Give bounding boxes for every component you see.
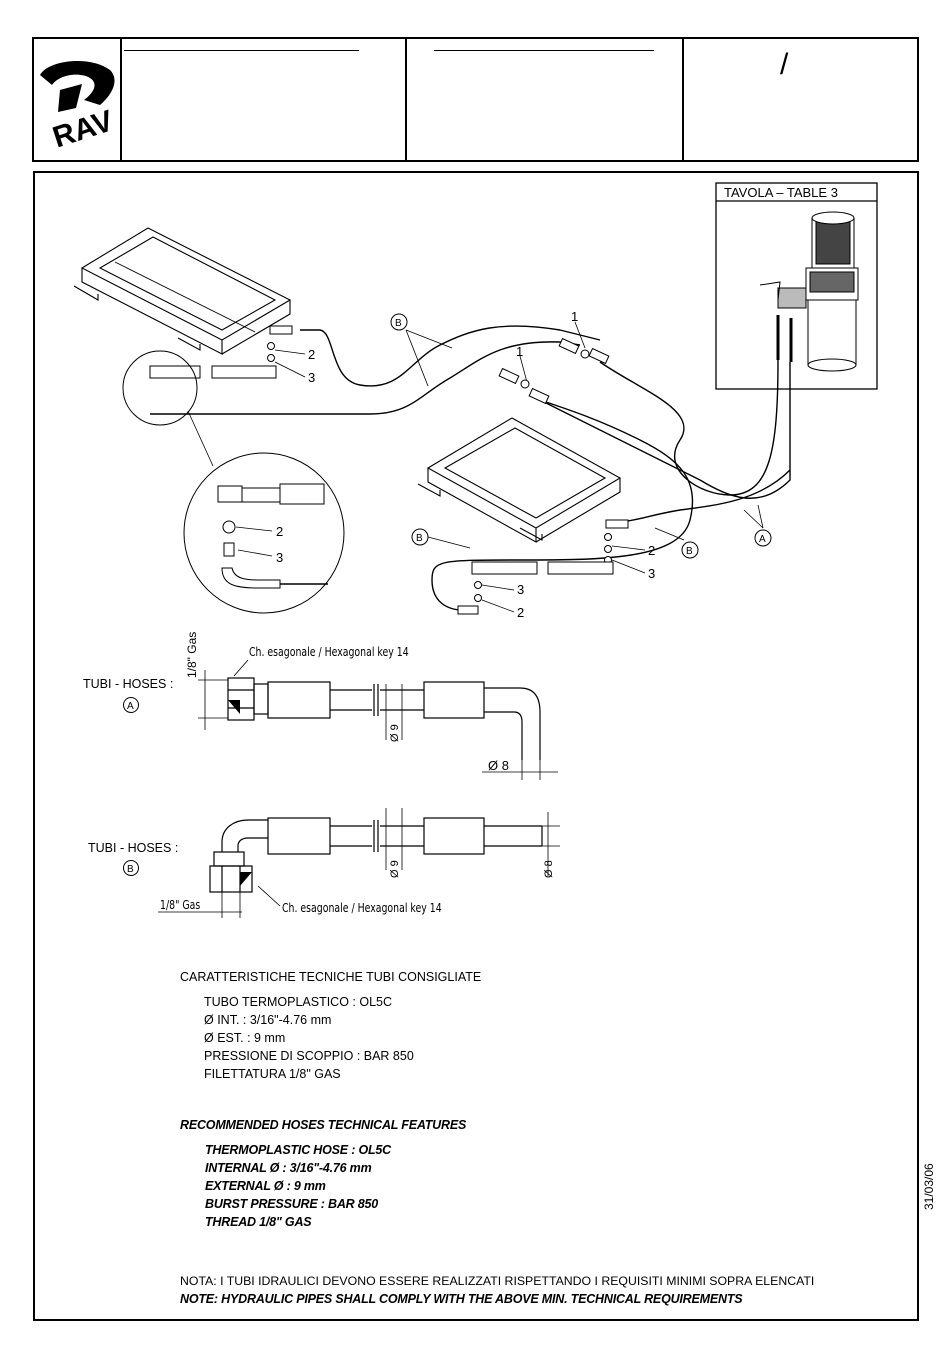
hose-a-gas: 1/8" Gas bbox=[185, 632, 199, 678]
item-3-detail: 3 bbox=[276, 550, 283, 565]
svg-text:B: B bbox=[416, 533, 423, 544]
hose-b-label: TUBI - HOSES : bbox=[88, 841, 178, 855]
hex-key-a: Ch. esagonale / Hexagonal key 14 bbox=[249, 645, 409, 659]
specs-it-line: Ø INT. : 3/16"-4.76 mm bbox=[204, 1013, 332, 1027]
table-3-inset: TAVOLA – TABLE 3 bbox=[715, 182, 878, 390]
hose-a-drawing bbox=[198, 659, 558, 780]
item-2-a: 2 bbox=[308, 347, 315, 362]
specs-it-line: Ø EST. : 9 mm bbox=[204, 1031, 286, 1045]
specs-en-line: BURST PRESSURE : BAR 850 bbox=[205, 1197, 379, 1211]
title-cell-3 bbox=[682, 39, 684, 160]
hex-key-b: Ch. esagonale / Hexagonal key 14 bbox=[282, 901, 442, 915]
balloon-b-2: B bbox=[411, 528, 429, 546]
title-line-2 bbox=[434, 50, 654, 51]
specs-en-line: INTERNAL Ø : 3/16"-4.76 mm bbox=[205, 1161, 372, 1175]
title-line-1 bbox=[124, 50, 359, 51]
detail-view bbox=[122, 350, 345, 614]
logo-text: RAV bbox=[49, 104, 117, 154]
note-it: NOTA: I TUBI IDRAULICI DEVONO ESSERE REA… bbox=[180, 1274, 815, 1288]
main-frame bbox=[33, 171, 919, 1321]
svg-text:A: A bbox=[759, 534, 766, 545]
hose-a-label: TUBI - HOSES : bbox=[83, 677, 173, 691]
platform-lower bbox=[417, 417, 622, 543]
item-2-detail: 2 bbox=[276, 524, 283, 539]
note-en: NOTE: HYDRAULIC PIPES SHALL COMPLY WITH … bbox=[180, 1292, 743, 1306]
platform-upper bbox=[73, 227, 292, 355]
svg-text:A: A bbox=[127, 701, 134, 712]
specs-en-line: THERMOPLASTIC HOSE : OL5C bbox=[205, 1143, 391, 1157]
svg-text:B: B bbox=[127, 864, 134, 875]
item-1-b: 1 bbox=[516, 344, 523, 359]
item-1-a: 1 bbox=[571, 309, 578, 324]
svg-text:B: B bbox=[395, 318, 402, 329]
specs-it-line: PRESSIONE DI SCOPPIO : BAR 850 bbox=[204, 1049, 414, 1063]
revision-mark: / bbox=[780, 48, 789, 81]
hose-b-dia9: Ø 9 bbox=[389, 860, 401, 878]
item-leaders bbox=[274, 349, 646, 613]
svg-text:B: B bbox=[686, 546, 693, 557]
hose-b-gas: 1/8" Gas bbox=[160, 898, 201, 912]
hose-a-dia9: Ø 9 bbox=[389, 724, 401, 742]
specs-en-line: EXTERNAL Ø : 9 mm bbox=[205, 1179, 326, 1193]
hose-b-hatch bbox=[240, 872, 252, 886]
specs-en-line: THREAD 1/8" GAS bbox=[205, 1215, 312, 1229]
item-3-b: 3 bbox=[648, 566, 655, 581]
specs-it-title: CARATTERISTICHE TECNICHE TUBI CONSIGLIAT… bbox=[180, 970, 482, 984]
item-3-c: 3 bbox=[517, 582, 524, 597]
hose-b-drawing bbox=[158, 808, 560, 918]
hose-a-dia8: Ø 8 bbox=[488, 758, 509, 773]
fittings-cluster bbox=[149, 325, 629, 615]
specs-en-title: RECOMMENDED HOSES TECHNICAL FEATURES bbox=[180, 1118, 467, 1132]
title-cell-1 bbox=[120, 39, 122, 160]
item-2-b: 2 bbox=[648, 543, 655, 558]
balloon-b-hose: B bbox=[123, 860, 139, 876]
hose-routing bbox=[150, 325, 791, 611]
title-cell-2 bbox=[405, 39, 407, 160]
title-block bbox=[32, 37, 919, 162]
specs-it-line: FILETTATURA 1/8" GAS bbox=[204, 1067, 341, 1081]
hose-b-dia8: Ø 8 bbox=[543, 860, 555, 878]
hose-a-hatch bbox=[228, 700, 240, 714]
table-title: TAVOLA – TABLE 3 bbox=[724, 185, 838, 200]
power-unit-drawing bbox=[759, 211, 859, 372]
balloon-b-1: B bbox=[390, 313, 408, 331]
balloon-a-hose: A bbox=[123, 697, 139, 713]
balloon-a-1: A bbox=[754, 529, 772, 547]
item-3-a: 3 bbox=[308, 370, 315, 385]
specs-it-line: TUBO TERMOPLASTICO : OL5C bbox=[204, 995, 393, 1009]
balloon-b-3: B bbox=[681, 541, 699, 559]
item-2-c: 2 bbox=[517, 605, 524, 620]
side-date: 31/03/06 bbox=[922, 1163, 936, 1210]
rav-logo: RAV bbox=[40, 60, 117, 155]
